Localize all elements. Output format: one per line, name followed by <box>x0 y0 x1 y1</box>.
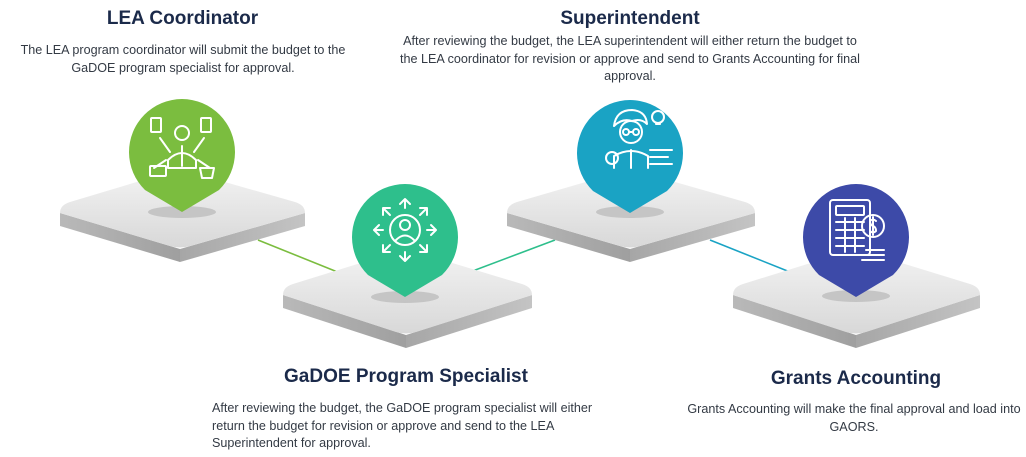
pin-grants-accounting <box>803 184 909 297</box>
thinking-person-icon <box>605 109 673 169</box>
pin-gadoe-program-specialist <box>352 184 458 297</box>
step-title-superintendent: Superintendent <box>560 8 700 29</box>
platform-gadoe-program-specialist <box>283 250 532 348</box>
connector-line-2 <box>469 239 556 273</box>
step-description-grants-accounting: Grants Accounting will make the final ap… <box>687 402 1021 434</box>
step-description-lea-coordinator: The LEA program coordinator will submit … <box>20 43 346 75</box>
step-title-grants-accounting: Grants Accounting <box>770 368 942 389</box>
user-arrows-icon <box>373 198 437 262</box>
connector-line-1 <box>257 239 346 276</box>
step-title-lea-coordinator: LEA Coordinator <box>106 8 259 29</box>
pin-lea-coordinator <box>129 99 236 212</box>
step-description-superintendent: After reviewing the budget, the LEA supe… <box>400 34 860 83</box>
step-description-gadoe-program-specialist: After reviewing the budget, the GaDOE pr… <box>212 401 593 450</box>
step-title-gadoe-program-specialist: GaDOE Program Specialist <box>284 366 528 387</box>
pin-superintendent <box>577 100 684 213</box>
calculator-coins-icon <box>829 199 885 261</box>
multitasking-person-icon <box>149 117 215 179</box>
connector-line-3 <box>709 239 791 273</box>
